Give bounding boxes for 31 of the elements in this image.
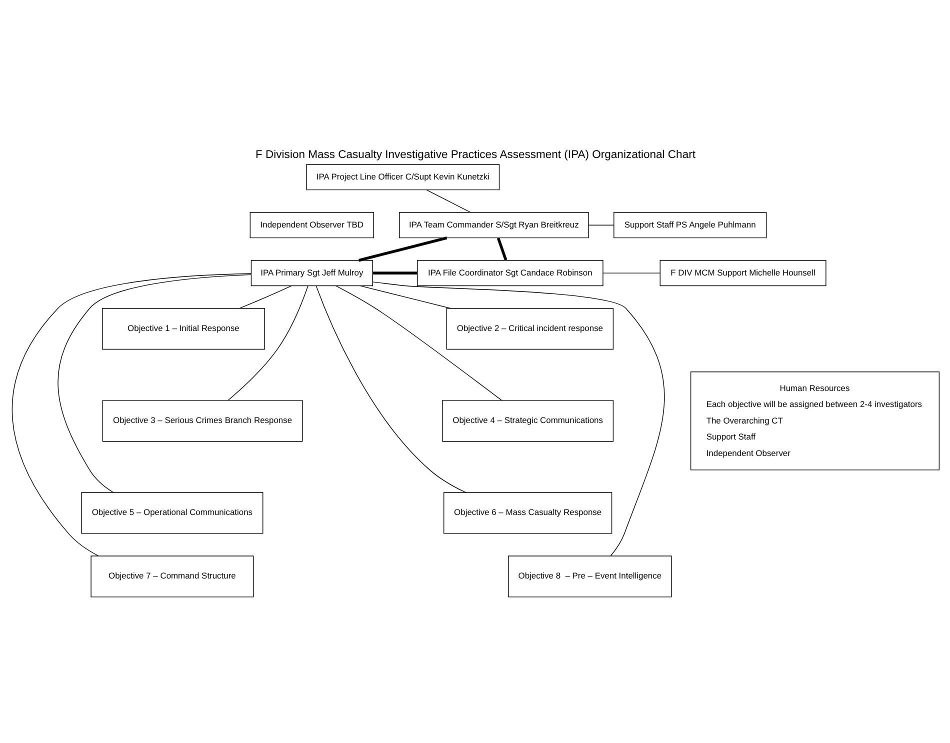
- connector: [358, 236, 447, 262]
- connector: [426, 190, 470, 213]
- connector: [227, 285, 308, 401]
- connector: [238, 285, 292, 309]
- node-box: F DIV MCM Support Michelle Hounsell: [659, 260, 826, 286]
- connector: [602, 272, 660, 274]
- connector: [359, 285, 450, 309]
- node-box: Objective 7 – Command Structure: [90, 556, 254, 598]
- node-box: Human Resources Each objective will be assigned between 2-4 investigators The Overarching CT Support Staff Independent Observer: [690, 372, 940, 470]
- connector: [372, 282, 664, 556]
- connector: [57, 274, 251, 493]
- node-box: Objective 3 – Serious Crimes Branch Response: [102, 400, 302, 442]
- node-box: Objective 5 – Operational Communications: [80, 492, 263, 534]
- diagram-title: F Division Mass Casualty Investigative Practices Assessment (IPA) Organizational Chart: [255, 148, 695, 161]
- node-box: Objective 6 – Mass Casualty Response: [443, 492, 612, 534]
- connector: [496, 238, 507, 261]
- node-box: IPA File Coordinator Sgt Candace Robinson: [416, 260, 603, 286]
- connector: [372, 272, 417, 274]
- node-box: IPA Team Commander S/Sgt Ryan Breitkreuz: [398, 212, 588, 238]
- node-box: Support Staff PS Angele Puhlmann: [613, 212, 766, 238]
- node-box: IPA Primary Sgt Jeff Mulroy: [250, 260, 372, 286]
- node-box: Independent Observer TBD: [249, 212, 374, 238]
- node-box: Objective 8 – Pre – Event Intelligence: [508, 556, 672, 598]
- node-box: Objective 1 – Initial Response: [102, 308, 264, 350]
- connector: [315, 286, 466, 493]
- connector: [588, 224, 614, 226]
- connector: [12, 273, 251, 556]
- node-box: IPA Project Line Officer C/Supt Kevin Kunetzki: [306, 164, 500, 190]
- node-box: Objective 4 – Strategic Communications: [442, 400, 614, 442]
- node-box: Objective 2 – Critical incident response: [446, 308, 614, 350]
- connector: [335, 285, 502, 401]
